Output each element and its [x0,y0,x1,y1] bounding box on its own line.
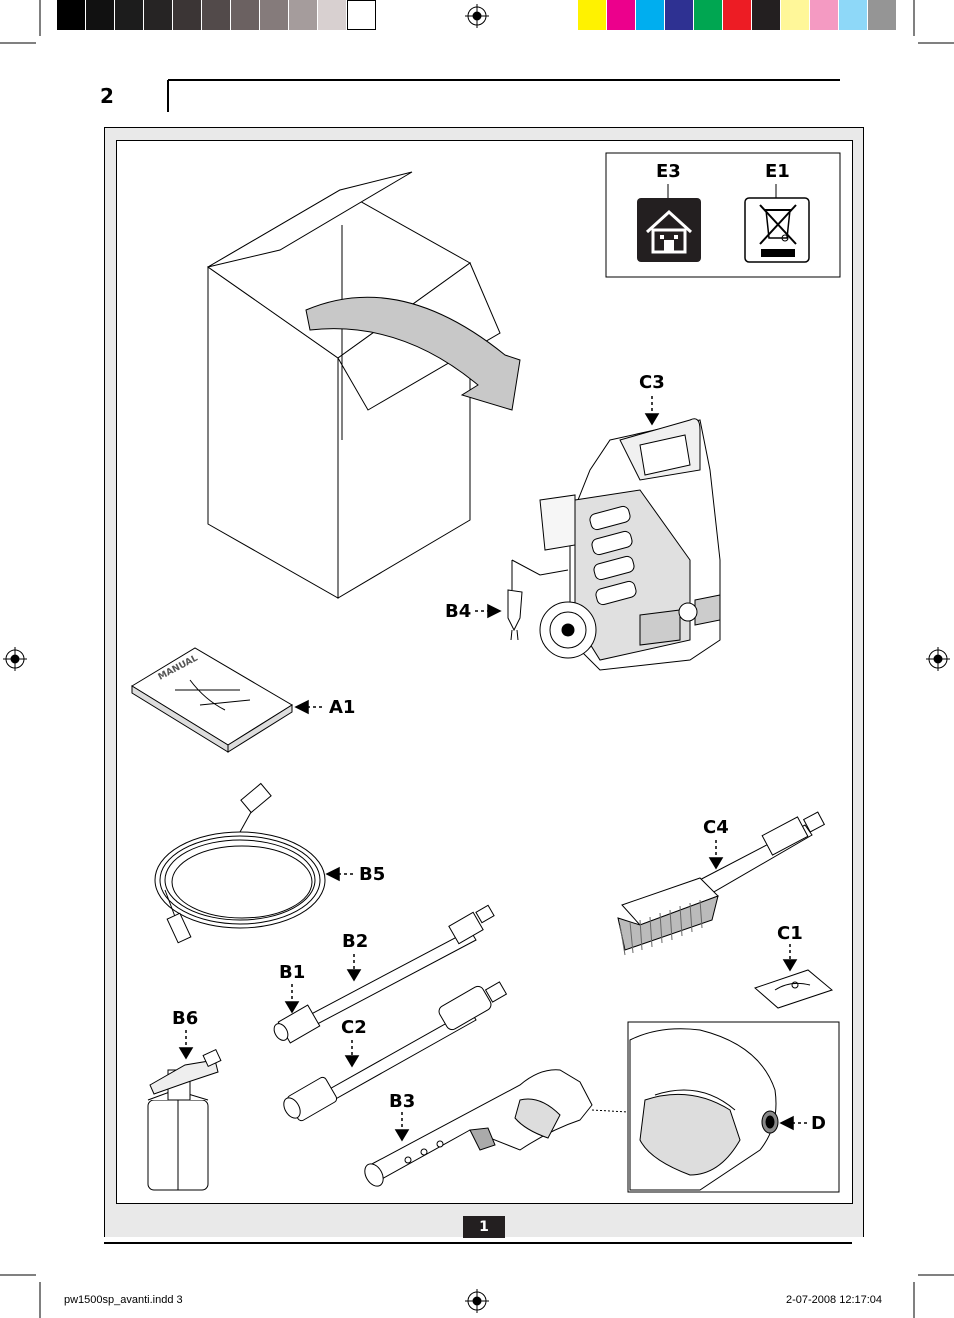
label-b2: B2 [342,931,369,952]
label-b6: B6 [172,1008,199,1029]
accessory-bag [754,969,834,1009]
color-swatch [781,0,810,30]
footer-file-name: pw1500sp_avanti.indd 3 [64,1294,183,1306]
gray-swatch [231,0,260,30]
color-swatch [665,0,694,30]
gray-swatch [173,0,202,30]
color-swatch [868,0,897,30]
callout-arrows [178,396,808,1142]
label-b1: B1 [279,962,306,983]
label-b3: B3 [389,1091,416,1112]
color-swatch [810,0,839,30]
label-c4: C4 [703,817,729,838]
label-b5: B5 [359,864,386,885]
color-swatch [578,0,607,30]
gray-swatch [347,0,376,30]
pressure-washer-unit [511,418,721,671]
unpack-arrow-icon [305,296,521,411]
spray-gun [364,1069,593,1187]
manual-booklet-icon: MANUAL [131,647,293,753]
label-c1: C1 [777,923,803,944]
extension-lance [273,904,495,1044]
color-swatch [839,0,868,30]
registration-mark-left-icon [3,647,27,671]
registration-mark-bottom-icon [465,1289,489,1313]
power-plug-icon [507,589,523,641]
high-pressure-hose [154,782,326,944]
gray-swatch [144,0,173,30]
registration-mark-right-icon [926,647,950,671]
color-swatch [752,0,781,30]
label-e1: E1 [765,161,790,182]
footer-timestamp: 2-07-2008 12:17:04 [786,1294,883,1306]
label-a1: A1 [329,697,356,718]
label-e3: E3 [656,161,681,182]
label-b4: B4 [445,601,472,622]
weee-crossed-bin-icon [744,197,810,263]
cardboard-box [207,171,501,599]
gray-swatch [289,0,318,30]
color-swatch [607,0,636,30]
gray-swatch [57,0,86,30]
figure-number: 1 [463,1216,505,1238]
color-swatch [636,0,665,30]
gray-swatch [202,0,231,30]
gray-swatch [260,0,289,30]
gray-swatch [318,0,347,30]
gray-calibration-bar [57,0,376,30]
color-calibration-bar [578,0,897,30]
label-c3: C3 [639,372,665,393]
detergent-bottle [147,1048,222,1191]
color-swatch [723,0,752,30]
adjustable-nozzle-lance [283,981,508,1122]
label-d: D [811,1113,826,1134]
gray-swatch [86,0,115,30]
wash-brush [617,811,826,956]
indoor-use-house-icon [637,198,701,262]
page-number: 2 [100,84,114,108]
gray-swatch [115,0,144,30]
gun-handle-detail [629,1028,779,1191]
color-swatch [694,0,723,30]
label-c2: C2 [341,1017,367,1038]
registration-mark-top-icon [465,4,489,28]
